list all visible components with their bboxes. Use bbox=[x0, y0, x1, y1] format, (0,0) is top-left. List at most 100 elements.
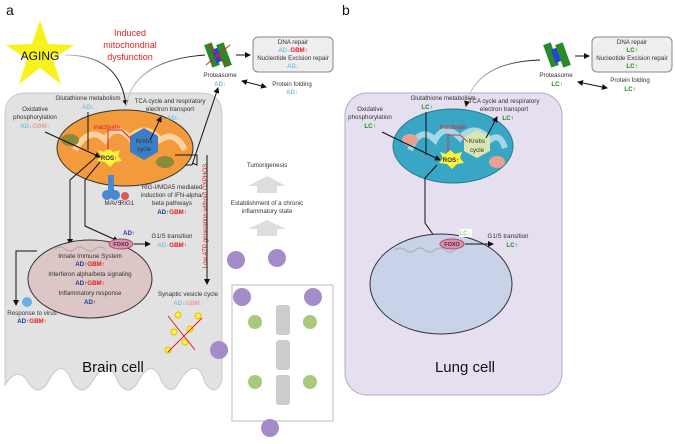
nucleus bbox=[27, 239, 153, 319]
synaptic-vesicles-icon bbox=[164, 311, 203, 354]
dna-repair-box bbox=[591, 36, 673, 73]
foxo-label: FOXO bbox=[444, 242, 460, 248]
protein-folding-label: Protein folding bbox=[610, 77, 650, 84]
ros-foxo-arrow bbox=[84, 161, 119, 242]
arrow bbox=[13, 250, 37, 306]
g1s-label: G1/S transition bbox=[488, 233, 529, 240]
protein-folding-marker: AD↓ bbox=[286, 89, 298, 96]
glutathione-label: Glutathione metabolism bbox=[55, 95, 120, 102]
g1s-marker: LC↑ bbox=[506, 242, 517, 249]
rig-markers: AD↑GBM↑ bbox=[157, 209, 187, 216]
tumorigenesis-label: Tumorigenesis bbox=[247, 162, 287, 169]
arrow bbox=[381, 131, 441, 161]
arrow bbox=[241, 79, 267, 89]
up-arrow-icon bbox=[248, 220, 286, 236]
dna-icon bbox=[54, 246, 106, 252]
proteasome-label: Proteasome bbox=[203, 72, 237, 79]
dna-icon bbox=[394, 247, 456, 253]
proteasome-marker: AD↓ bbox=[214, 81, 226, 88]
up-arrow-icon bbox=[248, 176, 286, 193]
foxo-icon bbox=[439, 238, 465, 250]
foxo-icon bbox=[108, 238, 134, 250]
virus-markers: AD↑GBM↑ bbox=[17, 318, 47, 325]
tca-marker: AD↓ bbox=[167, 115, 179, 122]
glutathione-marker: LC↑ bbox=[421, 104, 432, 111]
arrow bbox=[485, 116, 498, 139]
mavs-rig1-icon bbox=[102, 175, 129, 200]
krebs-cycle-icon bbox=[130, 128, 158, 160]
small-mito-icon bbox=[61, 134, 79, 146]
dna-repair-label: DNA repair bbox=[617, 39, 647, 46]
arrow bbox=[577, 80, 608, 90]
ner-label: Nucleotide Excision repair bbox=[257, 55, 329, 62]
glutathione-marker: AD↓ bbox=[82, 104, 94, 111]
ros-label: ROS↑ bbox=[443, 157, 460, 164]
inactivate-label: inactivate bbox=[94, 124, 121, 131]
panel-b-label: b bbox=[342, 2, 350, 18]
ner-label: Nucleotide Excision repair bbox=[596, 55, 668, 62]
synaptic-label: Synaptic vesicle cycle bbox=[158, 291, 219, 298]
g1s-label: G1/S transition bbox=[152, 233, 193, 240]
proteasome-icon bbox=[543, 42, 571, 68]
inactivate-line bbox=[107, 129, 133, 150]
ner-marker: AD↓ bbox=[287, 63, 299, 70]
panel-a-label: a bbox=[6, 2, 14, 18]
proteasome-label: Proteasome bbox=[539, 72, 573, 79]
interferon-markers: AD↑GBM↑ bbox=[75, 280, 105, 287]
dna-repair-box bbox=[252, 36, 334, 73]
protein-folding-marker: LC↑ bbox=[624, 86, 635, 93]
foxo-marker: AD↑ bbox=[123, 230, 135, 237]
rig1-label: RIG1 bbox=[120, 200, 135, 207]
dna-repair-marker: LC↑ bbox=[626, 47, 637, 54]
virus-label: Response to virus bbox=[7, 310, 57, 317]
arrow bbox=[67, 157, 96, 245]
mitochondrion bbox=[56, 109, 194, 187]
ros-foxo-arrow bbox=[424, 164, 438, 241]
dna-repair-label: DNA repair bbox=[278, 39, 308, 46]
neuron-icons bbox=[248, 305, 317, 405]
proteasome-marker: LC↑ bbox=[551, 81, 562, 88]
microglia-icons bbox=[210, 249, 322, 437]
aging-arrow bbox=[64, 54, 129, 106]
protein-folding-label: Protein folding bbox=[272, 81, 312, 88]
krebs-cycle-icon bbox=[464, 130, 490, 158]
small-mito-icon bbox=[156, 156, 174, 168]
ros-burst bbox=[97, 148, 122, 167]
foxo-label: FOXO bbox=[113, 242, 129, 248]
atp-proteasome-arrow bbox=[185, 87, 220, 166]
small-mito-icon bbox=[402, 134, 418, 146]
dna-repair-markers: AD↓GBM↑ bbox=[278, 47, 308, 54]
small-mito-icon bbox=[489, 156, 505, 168]
inflammatory-label: Inflammatory response bbox=[59, 290, 122, 297]
synaptic-markers: AD↓GBM↓ bbox=[173, 300, 203, 307]
arrow bbox=[44, 131, 101, 158]
lung-cell-label: Lung cell bbox=[435, 359, 495, 376]
low-atp-label: Low ATP generation without OXPHOS bbox=[202, 164, 209, 269]
mavs-label: MAVS bbox=[104, 200, 121, 207]
foxo-marker: LC↓ bbox=[459, 230, 470, 237]
aging-star bbox=[6, 20, 74, 84]
interferon-label: Interferon alpha/beta signaling bbox=[48, 271, 132, 278]
virus-icon bbox=[22, 297, 32, 307]
proteasome-arrow bbox=[125, 54, 206, 106]
glutathione-label: Glutathione metabolism bbox=[410, 95, 475, 102]
ros-label: ROS↑ bbox=[101, 155, 118, 162]
oxphos-markers: AD↓GBM↓ bbox=[20, 123, 50, 130]
oxphos-marker: LC↑ bbox=[364, 123, 375, 130]
nucleus bbox=[369, 233, 513, 335]
inactivate-label: inactivate bbox=[440, 124, 467, 131]
arrow bbox=[464, 59, 541, 107]
aging-label: AGING bbox=[21, 49, 60, 63]
ner-marker: LC↑ bbox=[626, 63, 637, 70]
